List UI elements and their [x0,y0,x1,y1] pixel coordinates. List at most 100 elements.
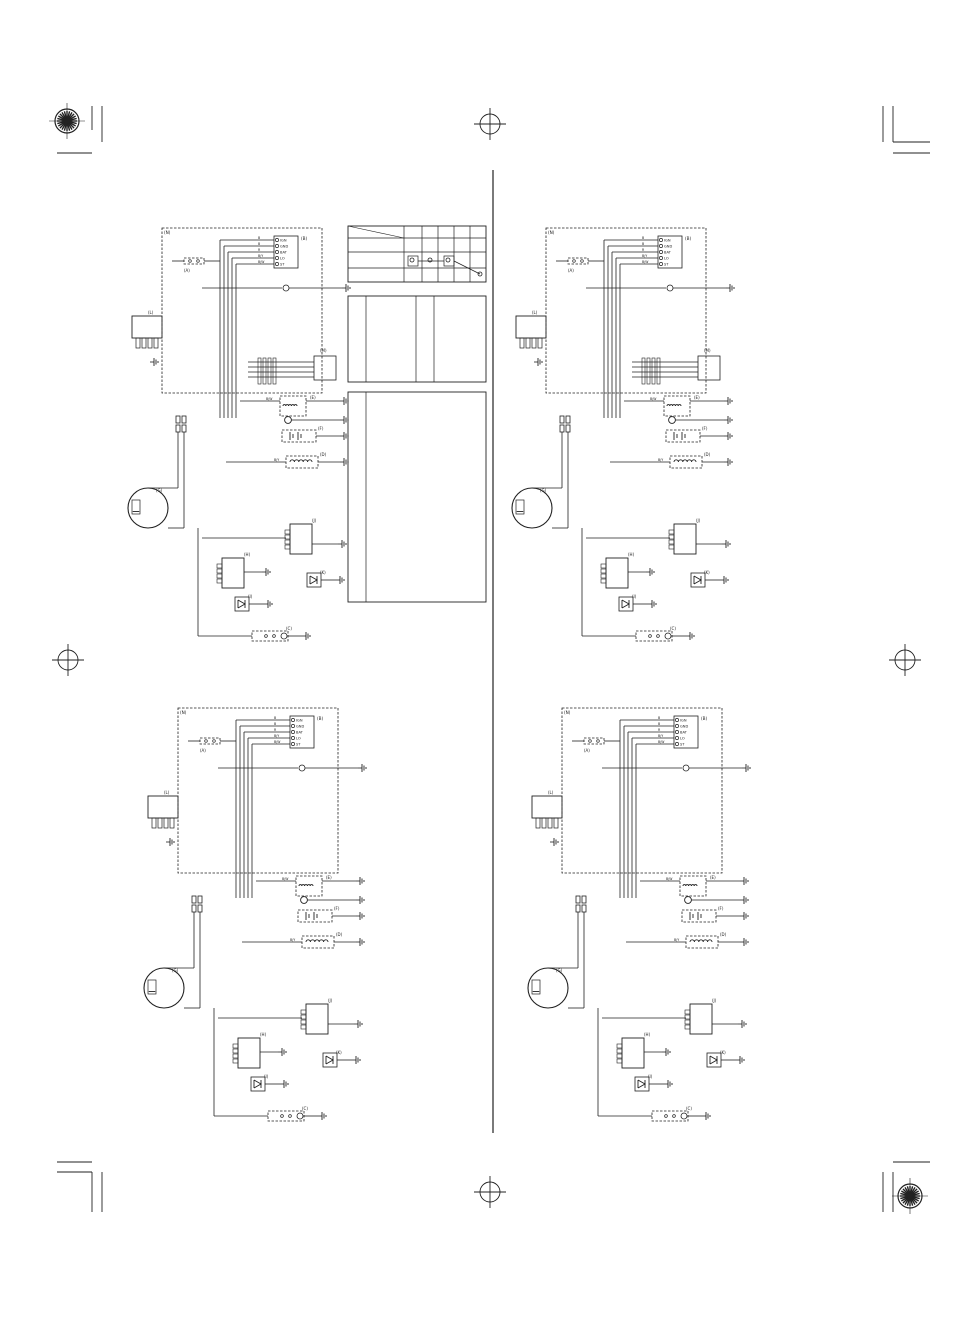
ground-icon [302,632,311,640]
component-label-c: (C) [302,1106,308,1111]
switch-terminal-label: IGN [280,238,287,242]
connector-pin-pair [581,895,587,913]
wire-color-label: R [642,248,645,252]
coil-icon [516,510,524,513]
component-label-e: (E) [694,395,700,400]
unit-h-box [221,557,245,589]
ignition-coil: (D)B/Y [226,452,349,469]
ignition-coil: (D)B/Y [242,932,365,949]
switch-terminal-label: IGN [664,238,671,242]
control-unit: (L) [531,790,563,846]
continuity-connection-icons [407,255,483,277]
connector-pin-pair [197,895,203,913]
ground-icon [724,397,733,405]
ground-icon [356,896,365,904]
component-label-b: (B) [317,716,324,721]
ground-icon [278,1048,287,1056]
switch-c: (C) [598,1106,711,1122]
control-unit-box [531,795,563,819]
wire-color-table [347,295,487,383]
lamp-icon [282,284,290,292]
component-label-i: (I) [264,1074,269,1079]
wire-color-label: B/W [658,740,665,744]
ignition-coil: (D)B/Y [610,452,733,469]
ground-icon [150,358,159,366]
control-box-outline [545,227,707,394]
ground-icon [264,600,273,608]
ground-icon [340,397,349,405]
unit-h-box [237,1037,261,1069]
ground-icon [724,432,733,440]
component-label-d: (D) [720,932,727,937]
component-label-k: (K) [720,1050,726,1055]
diode-icon [706,1052,722,1068]
diode-icon [234,596,250,612]
ground-icon [648,600,657,608]
control-box-outline [161,227,323,394]
unit-j-box [673,523,697,555]
regulator-block [313,355,337,381]
ground-icon [342,284,351,292]
generator: (G) [527,967,569,1009]
component-label-g: (G) [156,488,163,493]
component-label-i: (I) [248,594,253,599]
ground-icon [726,284,735,292]
ground-icon [534,358,543,366]
generator: (G) [143,967,185,1009]
wire-color-table-frame [347,295,487,383]
component-label-f: (F) [334,906,340,911]
wire-color-label: B/W [642,260,649,264]
lamp-icon [682,764,690,772]
switch-terminal-label: IGN [296,718,303,722]
ground-icon [262,568,271,576]
component-label-a: (A) [568,268,574,273]
ground-icon [340,416,349,424]
unit-j-box [689,1003,713,1035]
component-label-j: (J) [328,998,333,1003]
wiring-diagram: (N)IGNGNDBATLOST(B)BBRB/YB/W(A)(M)(E)B/W… [511,227,735,642]
component-label-n: (N) [564,710,571,715]
component-label-h: (H) [628,552,635,557]
component-label-h: (H) [244,552,251,557]
wire-color-label: R [258,248,261,252]
component-label-h: (H) [644,1032,651,1037]
control-unit-box [131,315,163,339]
ground-icon [724,458,733,466]
wire-color-label: B/W [266,397,273,401]
component-label-a: (A) [184,268,190,273]
lamp-icon [680,1112,688,1120]
registration-crosshair-icon [889,644,921,676]
component-label-k: (K) [704,570,710,575]
switch-terminal-label: GND [296,724,304,728]
unit-j-box [289,523,313,555]
wiring-diagram-bottom-right: (N)IGNGNDBATLOST(B)BBRB/YB/W(A)(E)B/W(F)… [527,707,751,1122]
component-label-d: (D) [336,932,343,937]
switch-continuity-table-frame [347,225,487,283]
starter-relay: (E)B/W [640,875,749,904]
coil-icon [673,459,697,463]
switch-terminal-label: ST [664,262,669,266]
switch-continuity-table [347,225,487,283]
wire-color-label: B [274,716,276,720]
unit-h: (H) [232,1032,287,1069]
motor-icon [284,416,292,424]
wire-color-label: B [642,242,644,246]
component-label-n: (N) [548,230,555,235]
ground-icon [738,1020,747,1028]
wire-color-label: B/W [650,397,657,401]
component-label-f: (F) [718,906,724,911]
wire-color-label: B/Y [274,734,279,738]
component-label-e: (E) [310,395,316,400]
wire-color-label: B [642,236,644,240]
ground-icon [166,838,175,846]
component-label-e: (E) [710,875,716,880]
component-label-l: (L) [532,310,538,315]
unit-j: (J) [684,998,747,1035]
lamp-icon [280,632,288,640]
lamp-icon [666,284,674,292]
component-label-h: (H) [260,1032,267,1037]
switch-terminal-label: LO [280,256,285,260]
